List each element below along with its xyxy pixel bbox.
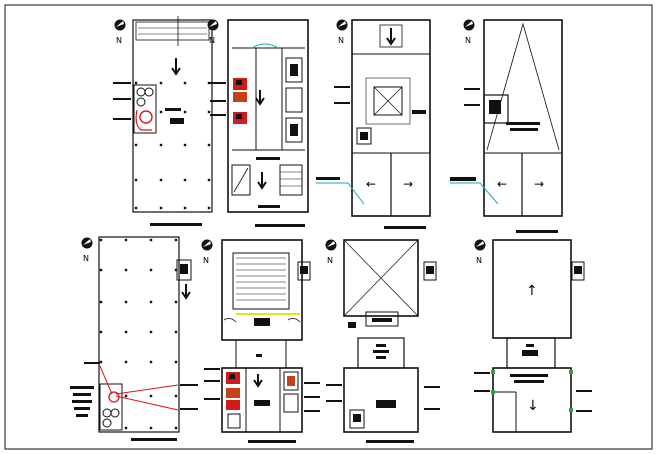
north-arrow-icon [336,19,348,31]
north-label: N [83,254,89,263]
arrow-left-icon: ← [497,177,507,191]
north-arrow-icon [207,19,219,31]
north-arrow-icon [325,239,337,251]
plan-ground-floor-plan: N [207,19,309,227]
arrow-right-icon: → [403,177,413,191]
toilet-block [133,84,157,134]
north-label: N [327,256,333,265]
north-arrow-icon [81,237,93,249]
north-arrow-icon [474,239,486,251]
arrow-up-icon: ↑ [526,283,538,299]
north-arrow-icon [114,19,126,31]
plan-terrace-plan: N [325,239,440,443]
north-label: N [465,36,471,45]
north-arrow-icon [201,239,213,251]
plan-foundation-plan: N [70,236,198,441]
furniture-red [226,372,240,410]
furniture-red [233,78,247,124]
plan-upper-floor-plan: N [201,239,320,443]
red-leader-lines [99,365,179,411]
toilet-block [99,383,123,431]
column-grid [134,81,211,210]
arrow-left-icon: ← [366,177,376,191]
plan-roof-plan: N ← → [450,19,563,233]
north-label: N [116,36,122,45]
arrow-down-icon: ↓ [527,398,539,414]
north-label: N [209,36,215,45]
north-label: N [476,256,482,265]
plan-first-floor-plan: N ← → [316,19,431,229]
north-label: N [203,256,209,265]
plan-top-roof-plan: N ↑ ↓ [474,239,592,433]
north-arrow-icon [463,19,475,31]
north-label: N [338,36,344,45]
arrow-right-icon: → [534,177,544,191]
plan-ground-floor-structure: N [113,16,213,226]
sheet-border [4,4,653,450]
